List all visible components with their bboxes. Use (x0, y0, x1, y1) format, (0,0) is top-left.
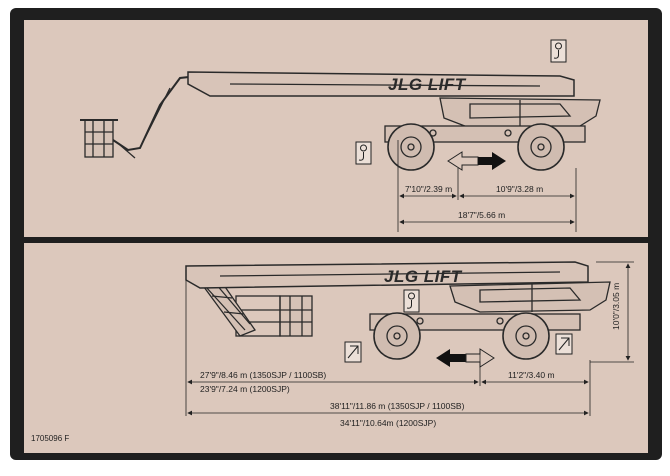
top-machine (80, 71, 601, 171)
lift-point-icon (555, 333, 573, 355)
lift-point-icon (355, 141, 372, 165)
dim-front-to-axle: 7'10"/2.39 m (405, 184, 452, 194)
top-front-wheel (387, 123, 435, 171)
dim-total-length-a: 38'11"/11.86 m (1350SJP / 1100SB) (330, 401, 465, 411)
lift-point-icon (344, 341, 362, 363)
bottom-dimension-lines (185, 261, 634, 416)
bottom-logo: JLG LIFT (384, 267, 463, 286)
dim-total-length-b: 34'11"/10.64m (1200SJP) (340, 418, 436, 428)
top-logo: JLG LIFT (388, 75, 467, 94)
bottom-front-wheel (373, 312, 421, 360)
dim-front-overhang-a: 27'9"/8.46 m (1350SJP / 1100SB) (200, 370, 326, 380)
dim-height: 10'0"/3.05 m (611, 283, 621, 330)
tie-down-hook-icon (403, 289, 420, 313)
dim-wheelbase: 10'9"/3.28 m (496, 184, 543, 194)
dim-rear-overhang: 11'2"/3.40 m (508, 370, 555, 380)
part-number: 1705096 F (31, 434, 69, 443)
direction-arrow-icon (447, 151, 506, 171)
top-dimension-lines (397, 140, 577, 232)
tie-down-hook-icon (550, 39, 567, 63)
bottom-rear-wheel (502, 312, 550, 360)
top-platform-basket (80, 119, 118, 158)
dim-overall-length: 18'7"/5.66 m (458, 210, 505, 220)
bottom-machine (185, 261, 611, 360)
bottom-platform-basket (235, 295, 313, 337)
dim-front-overhang-b: 23'9"/7.24 m (1200SJP) (200, 384, 290, 394)
top-rear-wheel (517, 123, 565, 171)
